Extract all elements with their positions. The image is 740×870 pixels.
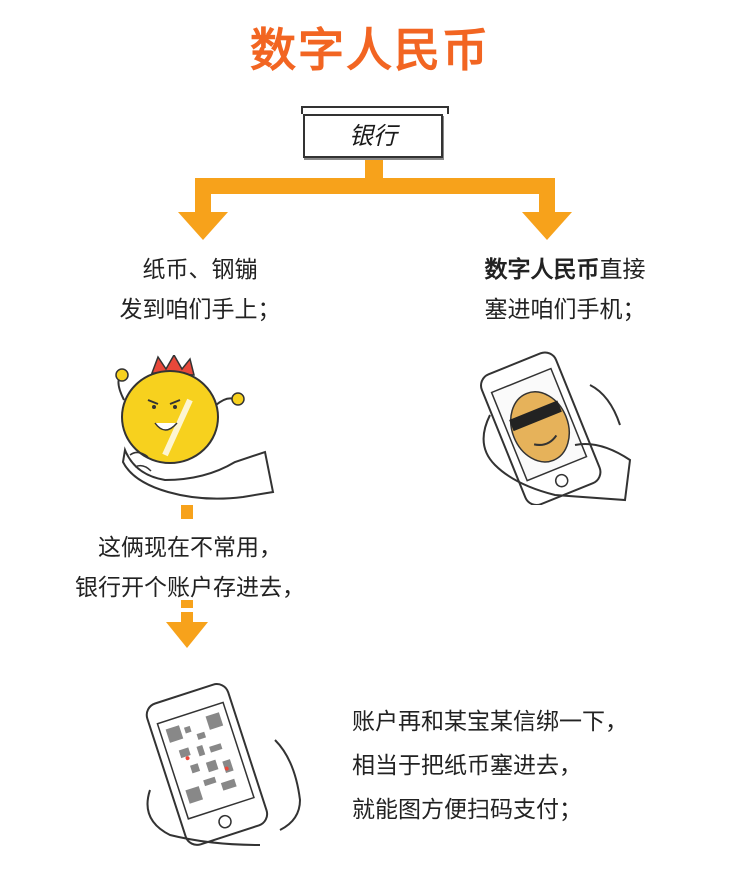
arrow-stem-top bbox=[365, 158, 383, 184]
arrow-down-head bbox=[166, 622, 208, 648]
arrow-right-stem bbox=[539, 178, 555, 216]
middle-line-1: 这俩现在不常用， bbox=[98, 535, 282, 561]
arrow-right-head bbox=[522, 212, 572, 240]
phone-qrcode-icon bbox=[145, 683, 302, 846]
arrow-horizontal-bar bbox=[195, 178, 555, 194]
page-title: 数字人民币 bbox=[250, 23, 490, 77]
arrow-left-head bbox=[178, 212, 228, 240]
middle-text: 这俩现在不常用， 银行开个账户存进去， bbox=[30, 528, 350, 608]
arrow-dash-1 bbox=[181, 505, 193, 519]
right-branch-text: 数字人民币直接 塞进咱们手机； bbox=[445, 250, 685, 330]
bottom-line-3: 就能图方便扫码支付； bbox=[352, 797, 582, 823]
arrow-dash-2 bbox=[181, 600, 193, 608]
arrow-left-stem bbox=[195, 178, 211, 216]
left-line-2: 发到咱们手上； bbox=[119, 297, 281, 323]
left-line-1: 纸币、钢镚 bbox=[142, 257, 258, 283]
arrow-dash-3 bbox=[181, 612, 193, 622]
bottom-text: 账户再和某宝某信绑一下， 相当于把纸币塞进去， 就能图方便扫码支付； bbox=[352, 700, 682, 832]
right-line-1: 数字人民币直接 bbox=[445, 250, 685, 290]
phone-sunglasses-icon bbox=[480, 351, 632, 505]
coin-character-icon bbox=[115, 355, 275, 500]
bottom-line-1: 账户再和某宝某信绑一下， bbox=[352, 709, 628, 735]
right-line-1-rest: 直接 bbox=[599, 257, 646, 283]
right-bold-label: 数字人民币 bbox=[484, 257, 600, 283]
right-line-2: 塞进咱们手机； bbox=[484, 297, 646, 323]
bottom-line-2: 相当于把纸币塞进去， bbox=[352, 753, 582, 779]
left-branch-text: 纸币、钢镚 发到咱们手上； bbox=[100, 250, 300, 330]
middle-line-2: 银行开个账户存进去， bbox=[75, 575, 305, 601]
bank-box: 银行 bbox=[301, 106, 449, 158]
